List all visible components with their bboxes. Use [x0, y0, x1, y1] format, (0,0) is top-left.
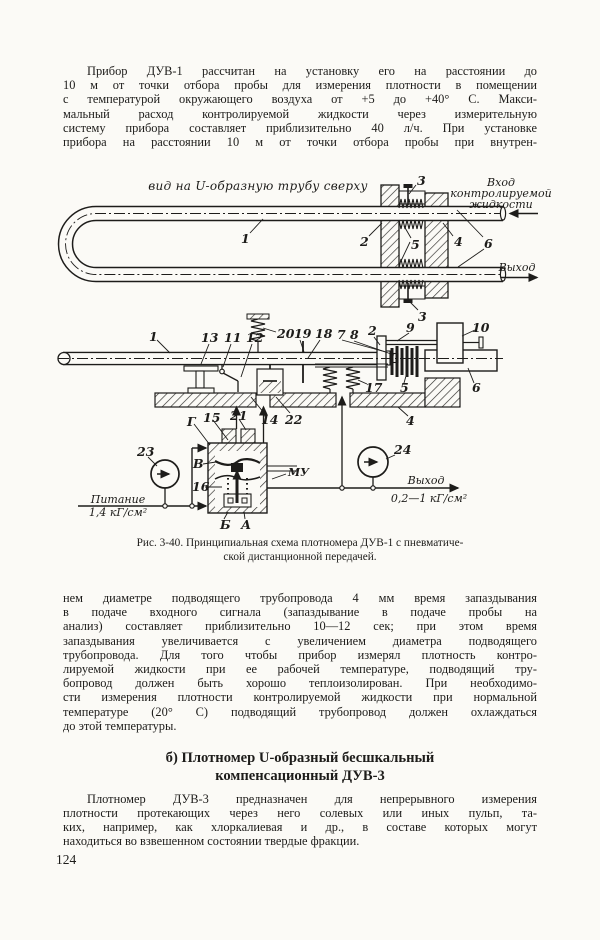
junction-dots — [162, 485, 376, 509]
part-label-a: А — [240, 517, 251, 532]
part-label-1-side: 1 — [149, 329, 158, 344]
part-label-2-top: 2 — [359, 234, 369, 249]
part-label-6-top: 6 — [484, 236, 493, 251]
part-label-mu: МУ — [287, 466, 310, 479]
inlet-text-3: жидкости — [469, 198, 532, 211]
valve-plug — [231, 463, 243, 472]
box-10 — [436, 322, 464, 364]
side-view-leaders — [147, 327, 476, 520]
seat-port-left — [227, 497, 234, 504]
rod-9 — [386, 339, 479, 346]
outlet-text-bottom: Выход — [407, 474, 445, 487]
base-plate-4 — [154, 377, 461, 408]
part-label-20: 20 — [276, 326, 295, 341]
supply-text-2: 1,4 кГ/см² — [89, 506, 147, 519]
part-label-v: В — [192, 456, 204, 471]
springs-17 — [315, 363, 388, 393]
part-label-11: 11 — [224, 330, 241, 345]
part-label-2-side: 2 — [367, 323, 377, 338]
part-label-18: 18 — [315, 326, 333, 341]
part-label-g: Г — [186, 414, 197, 429]
section-heading: б) Плотномер U-образный бесшкальный комп… — [63, 750, 537, 785]
part-label-1-top: 1 — [241, 231, 250, 246]
bellows-5-zigzags — [398, 198, 424, 290]
side-view-group — [57, 313, 503, 488]
part-label-15: 15 — [203, 410, 220, 425]
paragraph-intro: Прибор ДУВ-1 рассчитан на установку его … — [63, 64, 537, 150]
spring-20 — [246, 313, 270, 353]
inlet-cap — [499, 206, 507, 221]
output-range-text: 0,2—1 кГ/см² — [391, 492, 467, 505]
knife-edge-support-13 — [183, 365, 219, 394]
part-label-14: 14 — [261, 412, 278, 427]
paragraph-duv3: Плотномер ДУВ-3 предназначен для непреры… — [63, 792, 537, 848]
part-label-17: 17 — [365, 380, 383, 395]
bolt-3-top — [403, 184, 413, 205]
bellows-5-side — [390, 346, 419, 377]
part-label-3-top: 3 — [417, 173, 426, 188]
page-number: 124 — [56, 852, 77, 867]
bolt-3-bottom — [403, 283, 413, 303]
top-view-group: вид на U-образную трубу сверху — [57, 173, 552, 324]
valve-block-group — [207, 428, 297, 514]
inlet-text-2: контролируемой — [450, 187, 551, 200]
figure-caption: Рис. 3-40. Принципиальная схема плотноме… — [136, 537, 464, 563]
u-tube-axis — [65, 213, 505, 275]
piping-group — [78, 443, 460, 511]
inlet-text-1: Вход — [486, 176, 515, 189]
figure-diagram: вид на U-образную трубу сверху — [57, 173, 552, 532]
part-label-4-top: 4 — [454, 234, 463, 249]
diaphragm-upper — [214, 458, 261, 466]
section-heading-line-2: компенсационный ДУВ-3 — [215, 767, 385, 784]
top-cap-left — [221, 428, 237, 444]
damper-pot-22 — [256, 356, 284, 396]
part-label-6-side: 6 — [472, 380, 481, 395]
part-label-9: 9 — [406, 320, 415, 335]
part-label-16: 16 — [192, 479, 210, 494]
part-label-4-side: 4 — [406, 413, 415, 428]
gauge-23 — [150, 459, 180, 506]
section-heading-line-1: б) Плотномер U-образный бесшкальный — [165, 750, 435, 766]
part-label-23: 23 — [136, 444, 155, 459]
paragraph-body: нем диаметре подводящего трубопровода 4 … — [63, 591, 537, 733]
part-label-19: 19 — [294, 326, 312, 341]
gauge-24 — [357, 446, 389, 488]
top-cap-right — [240, 428, 256, 444]
part-label-3-bottom: 3 — [418, 309, 427, 324]
part-label-24: 24 — [393, 442, 411, 457]
flange-plate-2 — [380, 184, 400, 308]
seat-port-right — [241, 497, 248, 504]
part-label-5-side: 5 — [400, 380, 409, 395]
top-view-leaders — [249, 184, 485, 311]
part-label-22: 22 — [284, 412, 303, 427]
top-view-title: вид на U-образную трубу сверху — [148, 179, 367, 193]
part-label-b: Б — [219, 517, 231, 532]
part-label-8: 8 — [350, 327, 359, 342]
flange-2-side — [376, 335, 387, 381]
rod-end-plate — [478, 336, 484, 349]
part-label-5-top: 5 — [411, 237, 420, 252]
part-label-10: 10 — [472, 320, 490, 335]
part-label-12: 12 — [246, 330, 264, 345]
part-label-7: 7 — [337, 327, 346, 342]
outlet-text-top: Выход — [498, 261, 536, 274]
supply-text-1: Питание — [90, 493, 146, 506]
part-label-21: 21 — [229, 408, 247, 423]
part-label-13: 13 — [201, 330, 219, 345]
